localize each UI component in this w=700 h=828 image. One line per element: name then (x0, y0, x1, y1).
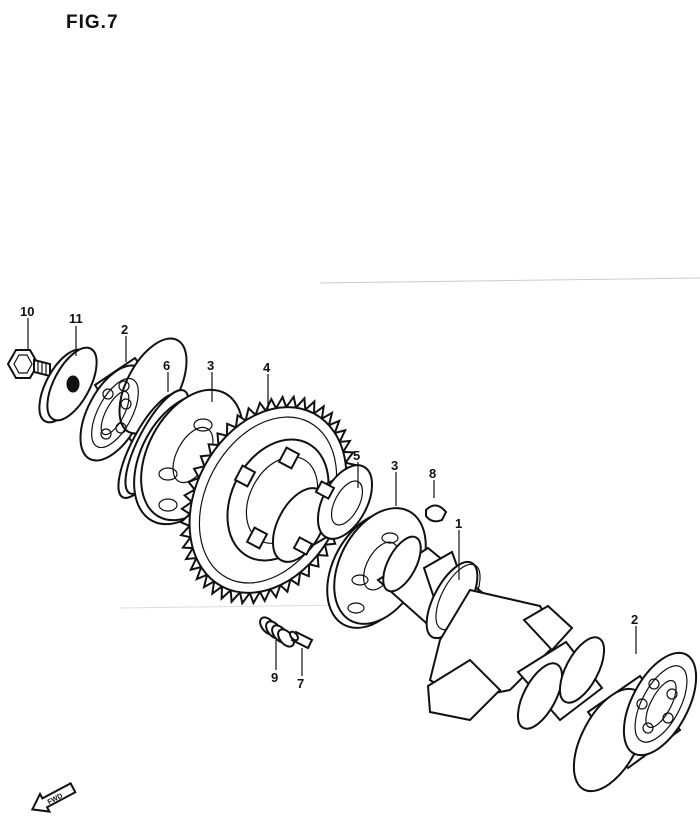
callout-8: 8 (429, 466, 436, 481)
callout-5: 5 (353, 448, 360, 463)
part-1-shaft (376, 535, 606, 730)
callout-3-right: 3 (391, 458, 398, 473)
part-11-washer (38, 346, 98, 424)
part-7-pin (289, 630, 314, 650)
part-2-bearing-right (572, 651, 698, 793)
callout-7: 7 (297, 676, 304, 691)
callout-numbers: 10 11 2 6 3 4 5 3 8 1 2 9 7 (20, 304, 638, 691)
callout-1: 1 (455, 516, 462, 531)
scan-line (319, 277, 700, 284)
front-direction-arrow: FWD (30, 782, 77, 813)
leader-lines (27, 318, 637, 676)
figure-title: FIG.7 (66, 12, 119, 33)
callout-6: 6 (163, 358, 170, 373)
part-9-spring (259, 616, 295, 648)
callout-10: 10 (20, 304, 34, 319)
callout-2-left: 2 (121, 322, 128, 337)
callout-11: 11 (69, 311, 83, 326)
callout-4: 4 (263, 360, 271, 375)
callout-9: 9 (271, 670, 278, 685)
callout-2-right: 2 (631, 612, 638, 627)
callout-3-left: 3 (207, 358, 214, 373)
part-10-bolt (6, 349, 51, 379)
part-8-key (425, 504, 448, 523)
